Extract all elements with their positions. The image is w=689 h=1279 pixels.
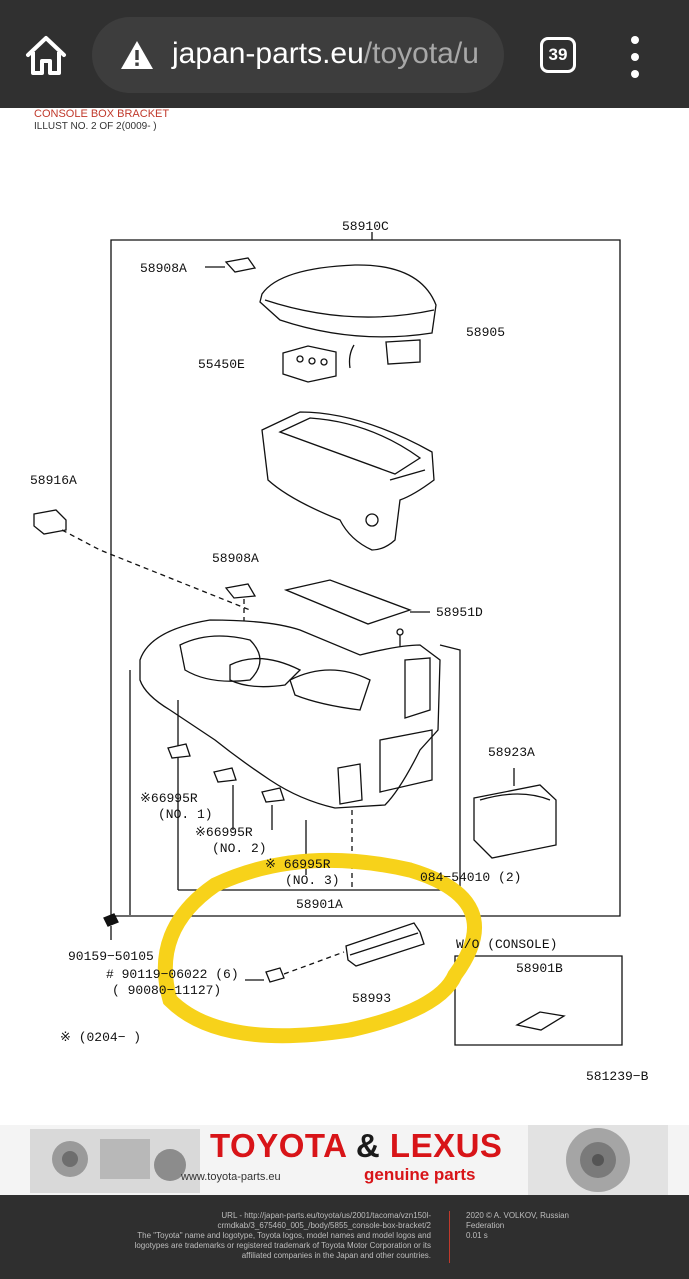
browser-toolbar: japan-parts.eu/toyota/u 39 (0, 0, 689, 108)
brand-toyota: TOYOTA (210, 1127, 347, 1164)
label-58908a-mid: 58908A (212, 551, 259, 566)
label-58908a-top: 58908A (140, 261, 187, 276)
label-58910c: 58910C (342, 219, 389, 234)
console-box (261, 411, 435, 551)
label-90119: # 90119−06022 (6) (106, 967, 239, 982)
fan-clutch-image (528, 1125, 668, 1195)
warning-triangle-icon[interactable] (120, 39, 154, 71)
footer-copyright: 2020 © A. VOLKOV, Russian Federation (466, 1211, 569, 1230)
label-66995r-1: ※66995R (140, 791, 198, 806)
highlight-circle (157, 852, 482, 1044)
label-90080: ( 90080−11127) (112, 983, 221, 998)
footer-timing: 0.01 s (466, 1231, 488, 1240)
label-wo-console: W/O (CONSOLE) (456, 937, 557, 952)
armrest-lid (259, 264, 437, 338)
label-66995r-2-no: (NO. 2) (212, 841, 267, 856)
brand-lexus: LEXUS (389, 1127, 503, 1164)
footer-divider (449, 1211, 450, 1263)
label-58923a: 58923A (488, 745, 535, 760)
label-diagram-code: 581239−B (586, 1069, 649, 1084)
label-58916a: 58916A (30, 473, 77, 488)
banner-url[interactable]: www.toyota-parts.eu (181, 1171, 281, 1183)
footer-url[interactable]: URL - http://japan-parts.eu/toyota/us/20… (217, 1211, 431, 1230)
tab-switcher-button[interactable]: 39 (540, 37, 576, 73)
label-66995r-1-no: (NO. 1) (158, 807, 213, 822)
label-66995r-2: ※66995R (195, 825, 253, 840)
label-note: ※ (0204− ) (60, 1030, 141, 1045)
more-vert-icon[interactable] (620, 36, 650, 78)
illustration-number: ILLUST NO. 2 OF 2(0009- ) (34, 121, 157, 132)
page-title: CONSOLE BOX BRACKET (34, 108, 170, 120)
label-58901b: 58901B (516, 961, 563, 976)
label-90084: 084−54010 (2) (420, 870, 521, 885)
label-66995r-3-no: (NO. 3) (285, 873, 340, 888)
address-bar[interactable]: japan-parts.eu/toyota/u (92, 17, 504, 93)
assembly-frame (110, 239, 621, 917)
url-path: /toyota/u (363, 37, 479, 70)
part-58901b (515, 1011, 566, 1031)
banner-tagline: genuine parts (364, 1165, 476, 1184)
part-55450e (282, 345, 337, 383)
brand-amp: & (346, 1127, 390, 1164)
console-body (139, 619, 441, 809)
toyota-lexus-banner[interactable]: TOYOTA & LEXUS www.toyota-parts.eu genui… (0, 1125, 689, 1195)
part-58993 (345, 922, 425, 967)
parts-diagram: 58910C 58908A 58905 55450E 58916A 58908A… (30, 219, 649, 1084)
label-55450e: 55450E (198, 357, 245, 372)
label-58993: 58993 (352, 991, 391, 1006)
brand-title: TOYOTA & LEXUS (210, 1127, 502, 1165)
url-domain: japan-parts.eu (172, 37, 364, 70)
label-58905: 58905 (466, 325, 505, 340)
part-58916a (33, 509, 67, 535)
home-icon[interactable] (20, 30, 72, 82)
label-58901a: 58901A (296, 897, 343, 912)
part-58951d (283, 579, 412, 625)
engine-parts-image (30, 1129, 200, 1193)
label-66995r-3: ※ 66995R (265, 857, 331, 872)
part-58923a (473, 784, 557, 859)
label-90159: 90159−50105 (68, 949, 154, 964)
footer-disclaimer: The "Toyota" name and logotype, Toyota l… (134, 1231, 431, 1260)
label-58951d: 58951D (436, 605, 483, 620)
url-text[interactable]: japan-parts.eu/toyota/u (172, 37, 479, 71)
page-footer: URL - http://japan-parts.eu/toyota/us/20… (0, 1195, 689, 1279)
